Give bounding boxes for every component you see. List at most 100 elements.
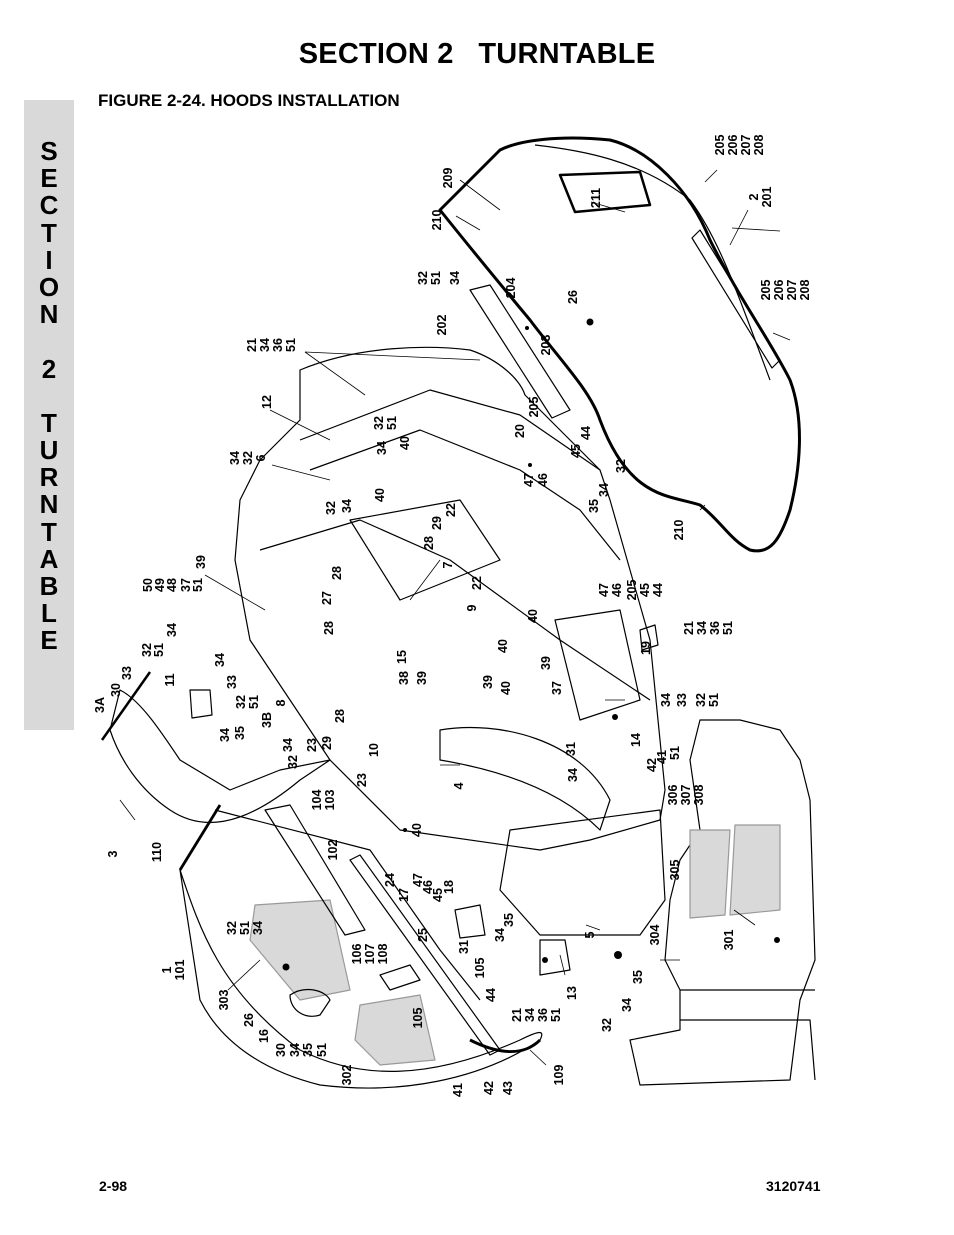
hood-left-3-edge [100,671,152,741]
callout-c35e: 35 [301,1043,315,1057]
frame-inner-box [349,499,501,601]
side-tab-letter [24,383,74,410]
callout-c30a: 30 [109,683,123,697]
callout-c16: 16 [257,1029,271,1043]
callout-c36b: 36 [708,621,722,635]
callout-c19: 19 [639,641,653,655]
callout-c28d: 28 [333,709,347,723]
callout-c32g: 32 [234,695,248,709]
callout-c8: 8 [274,699,288,706]
callout-c210a: 210 [430,210,444,231]
figure-title: FIGURE 2-24. HOODS INSTALLATION [98,91,400,110]
frame-mid-rail [309,429,621,561]
callout-c34g: 34 [165,623,179,637]
callout-c205b: 205 [759,280,773,301]
callout-c32h: 32 [694,693,708,707]
side-tab-letter: T [41,407,57,438]
callout-c51b: 51 [284,338,298,352]
callout-c12: 12 [260,395,274,409]
bracket-13 [539,939,571,976]
fastener-26-left [282,963,290,971]
callout-c31a: 31 [564,742,578,756]
callout-c208b: 208 [798,280,812,301]
hood-inner-top [534,144,771,381]
callout-c303: 303 [217,990,231,1011]
callout-c45c: 45 [431,888,445,902]
callout-c40e: 40 [499,681,513,695]
callout-c40f: 40 [410,823,424,837]
side-tab-letter: L [41,598,57,629]
callout-c48: 48 [165,578,179,592]
callout-c35b: 35 [233,726,247,740]
chassis-box-bottom [680,1019,816,1081]
callout-c207b: 207 [785,280,799,301]
callout-c3B: 3B [260,712,274,728]
callout-c206b: 206 [772,280,786,301]
callout-c205a: 205 [713,135,727,156]
bracket-18 [454,904,486,939]
hood-left-110 [178,804,222,871]
fastener-b [528,463,532,467]
callout-c6: 6 [254,454,268,461]
callout-c44c: 44 [484,988,498,1002]
callout-c36a: 36 [271,338,285,352]
callout-c1: 1 [160,966,174,973]
hood-left-inner [214,809,481,1001]
hood-left-grille-303 [249,899,351,1001]
fastener-a [525,326,529,330]
frame-top-rail [299,389,601,471]
callout-c38: 38 [397,671,411,685]
frame-tank [554,609,641,721]
side-tab-letter: O [38,271,60,302]
callout-c34a: 34 [448,271,462,285]
callout-c47c: 47 [411,873,425,887]
callout-c32j: 32 [225,921,239,935]
callout-c41a: 41 [655,750,669,764]
callout-c39c: 39 [415,671,429,685]
chassis-panel-301 [729,824,781,916]
bracket-19 [639,624,659,651]
callout-c23a: 23 [305,738,319,752]
callout-c307: 307 [679,785,693,806]
callout-c7: 7 [441,561,455,568]
callout-c32a: 32 [416,271,430,285]
side-tab-letter: R [39,462,59,493]
latch-17 [379,964,421,991]
side-tab-letter: T [41,217,57,248]
section-title: SECTION 2 TURNTABLE [298,38,656,70]
callout-c34n: 34 [493,928,507,942]
hood-left-strip-102 [264,804,366,936]
hood-left-bottom-edge [469,1038,542,1054]
callout-c34b: 34 [258,338,272,352]
document-number: 3120741 [766,1178,821,1194]
side-tab-letter: 2 [41,353,57,384]
frame-outline [234,346,666,851]
callout-c29a: 29 [430,516,444,530]
callout-c36c: 36 [536,1008,550,1022]
side-tab-letter: B [39,571,59,601]
callout-c32k: 32 [600,1018,614,1032]
callout-c33c: 33 [675,693,689,707]
bracket-11 [189,689,213,719]
callout-c106: 106 [350,944,364,965]
callout-c34k: 34 [218,728,232,742]
callout-c2: 2 [747,193,761,200]
fasteners [282,318,780,971]
callout-c34q: 34 [620,998,634,1012]
callout-c26b: 26 [242,1013,256,1027]
callout-c13: 13 [565,986,579,1000]
callout-c51g: 51 [247,695,261,709]
callout-c109: 109 [552,1065,566,1086]
callout-c22b: 22 [470,576,484,590]
callout-c51j: 51 [238,921,252,935]
side-tab-letter: N [39,489,59,520]
callout-c26a: 26 [566,290,580,304]
callout-c209: 209 [441,168,455,189]
fastener-26-top [586,318,594,326]
callout-c104: 104 [310,790,324,811]
frame-lower-rail [259,519,651,701]
callout-c42b: 42 [482,1081,496,1095]
callout-c15: 15 [395,650,409,664]
fastener-g [774,937,780,943]
